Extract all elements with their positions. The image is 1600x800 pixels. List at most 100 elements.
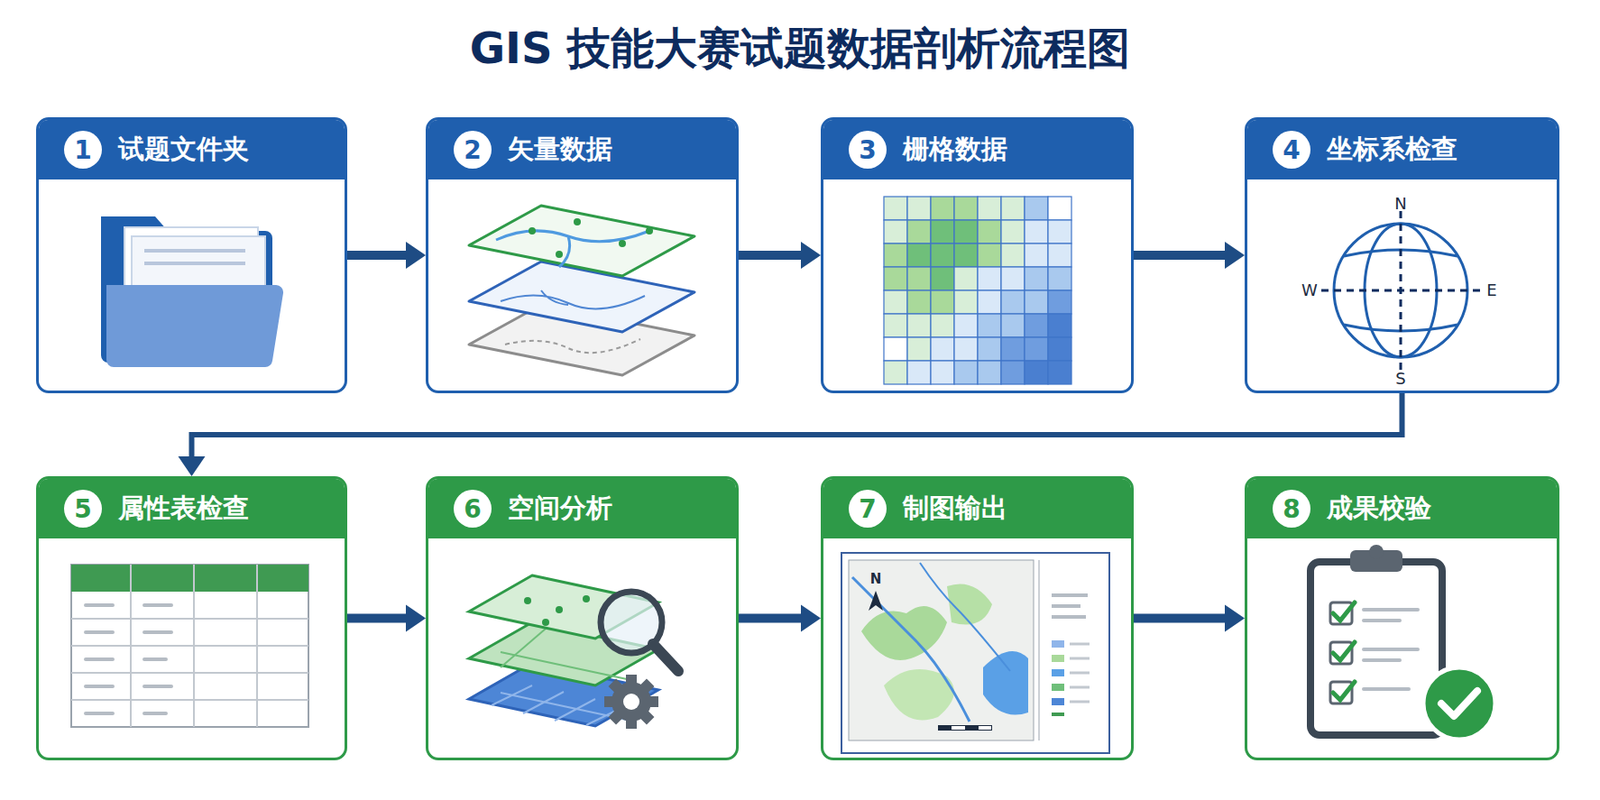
raster-cell	[1001, 360, 1025, 385]
compass-label: E	[1486, 282, 1497, 299]
step-title: 制图输出	[902, 490, 1008, 527]
raster-cell	[883, 313, 908, 338]
step-card: 4坐标系检查	[1244, 117, 1560, 394]
flow-arrow	[178, 393, 1403, 477]
raster-cell	[930, 266, 955, 291]
flow-arrow	[738, 241, 821, 269]
raster-cell	[907, 290, 931, 314]
raster-cell	[907, 360, 931, 385]
raster-cell	[954, 290, 978, 314]
step-title: 栅格数据	[902, 131, 1008, 168]
arrow-head	[178, 456, 206, 477]
step-number: 2	[453, 130, 492, 169]
card-header: 7 制图输出	[823, 478, 1132, 539]
arrow-line	[192, 393, 1403, 460]
step-title: 坐标系检查	[1326, 131, 1458, 168]
step-card: 2 矢量数据	[425, 117, 739, 394]
map-layout	[841, 552, 1110, 754]
raster-cell	[930, 313, 955, 338]
step-title: 矢量数据	[507, 131, 613, 168]
raster-cell	[954, 266, 978, 291]
raster-cell	[977, 220, 1002, 244]
raster-cell	[907, 266, 931, 291]
step-card: 8成果校验	[1244, 476, 1560, 761]
raster-cell	[954, 220, 978, 244]
compass-label: S	[1395, 370, 1406, 387]
arrow-head	[1224, 605, 1245, 633]
arrow-line	[1133, 250, 1229, 260]
arrow-line	[347, 250, 410, 260]
diagram-title: GIS 技能大赛试题数据剖析流程图	[0, 19, 1600, 78]
raster-cell	[1048, 360, 1072, 385]
flow-arrow	[347, 605, 426, 633]
step-title: 属性表检查	[118, 490, 249, 527]
raster-cell	[883, 290, 908, 314]
raster-cell	[930, 290, 955, 314]
flow-arrow	[1133, 605, 1245, 633]
card-header: 2 矢量数据	[428, 119, 736, 180]
raster-cell	[1024, 196, 1049, 221]
raster-cell	[1024, 290, 1049, 314]
arrow-head	[800, 605, 821, 633]
arrow-line	[738, 250, 805, 260]
step-number: 5	[64, 489, 102, 528]
raster-cell	[977, 196, 1002, 221]
compass-label: W	[1301, 282, 1318, 299]
raster-cell	[883, 220, 908, 244]
raster-cell	[883, 243, 908, 267]
raster-cell	[1001, 220, 1025, 244]
raster-grid	[883, 196, 1072, 385]
arrow-line	[347, 614, 410, 624]
raster-cell	[907, 220, 931, 244]
raster-cell	[954, 337, 978, 361]
raster-cell	[1001, 313, 1025, 338]
raster-cell	[977, 313, 1002, 338]
raster-cell	[883, 337, 908, 361]
raster-cell	[1048, 220, 1072, 244]
raster-cell	[1024, 313, 1049, 338]
step-number: 8	[1272, 489, 1311, 528]
flow-arrow	[738, 605, 821, 633]
raster-cell	[1024, 220, 1049, 244]
step-card: 3 栅格数据	[820, 117, 1134, 394]
raster-cell	[977, 360, 1002, 385]
raster-cell	[883, 196, 908, 221]
step-number: 7	[848, 489, 887, 528]
compass-label: N	[870, 572, 883, 587]
attribute-table	[71, 564, 309, 727]
vector-layers	[468, 205, 695, 376]
raster-cell	[930, 220, 955, 244]
raster-cell	[977, 290, 1002, 314]
flow-arrow	[1133, 241, 1245, 269]
step-title: 试题文件夹	[118, 131, 249, 168]
raster-cell	[930, 196, 955, 221]
card-header: 8成果校验	[1247, 478, 1557, 539]
raster-cell	[1048, 290, 1072, 314]
raster-cell	[907, 337, 931, 361]
clipboard-icon	[1310, 544, 1496, 740]
raster-cell	[954, 313, 978, 338]
raster-cell	[1024, 360, 1049, 385]
raster-cell	[1001, 337, 1025, 361]
step-number: 3	[848, 130, 887, 169]
arrow-head	[800, 241, 821, 269]
raster-cell	[907, 313, 931, 338]
raster-cell	[1001, 266, 1025, 291]
raster-cell	[907, 243, 931, 267]
raster-cell	[1048, 243, 1072, 267]
compass-label: N	[1394, 195, 1407, 212]
raster-cell	[1001, 290, 1025, 314]
raster-cell	[907, 196, 931, 221]
arrow-head	[1224, 241, 1245, 269]
raster-cell	[1048, 337, 1072, 361]
card-header: 6空间分析	[428, 478, 736, 539]
step-title: 空间分析	[507, 490, 613, 527]
raster-cell	[930, 243, 955, 267]
raster-cell	[977, 243, 1002, 267]
card-header: 1试题文件夹	[38, 119, 345, 180]
raster-cell	[977, 337, 1002, 361]
raster-cell	[954, 196, 978, 221]
arrow-line	[1133, 614, 1229, 624]
raster-cell	[1048, 313, 1072, 338]
step-card: 1试题文件夹	[36, 117, 348, 394]
